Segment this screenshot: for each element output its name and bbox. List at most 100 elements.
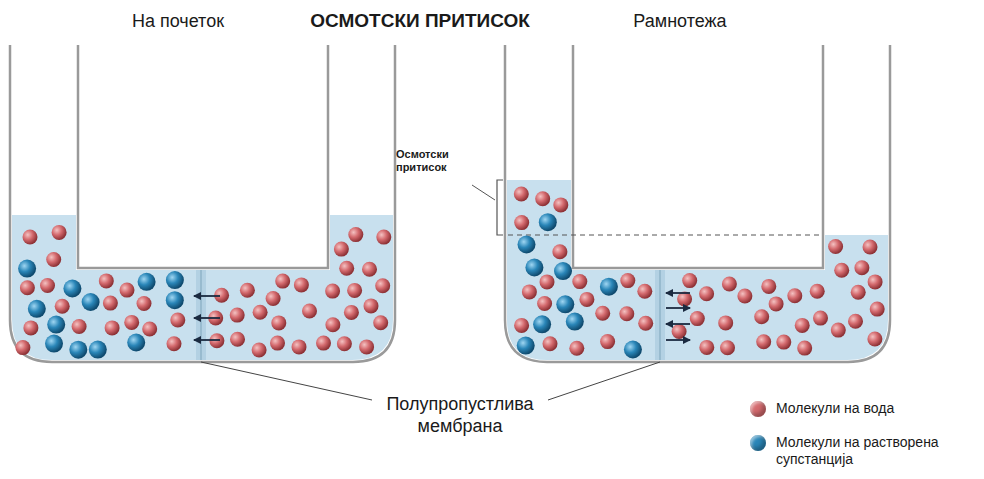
membrane-zone <box>196 270 206 360</box>
water-molecule <box>569 341 584 356</box>
leader-line <box>201 362 372 400</box>
water-molecule <box>52 225 67 240</box>
solute-molecule <box>539 213 557 231</box>
solute-molecule <box>28 300 46 318</box>
water-molecule <box>848 314 863 329</box>
water-molecule <box>230 308 245 323</box>
solute-molecule <box>138 273 156 291</box>
water-molecule <box>787 288 802 303</box>
water-molecule <box>537 296 552 311</box>
water-molecule <box>540 274 555 289</box>
water-molecule <box>46 252 61 267</box>
water-molecule <box>572 274 587 289</box>
water-molecule <box>522 284 537 299</box>
water-molecule <box>72 319 87 334</box>
water-molecule <box>344 305 359 320</box>
water-molecule <box>699 340 714 355</box>
solute-molecule <box>533 315 551 333</box>
water-molecule <box>813 311 828 326</box>
water-molecule <box>23 320 38 335</box>
water-molecule <box>863 240 878 255</box>
water-molecule <box>230 332 245 347</box>
legend-swatch <box>750 435 766 451</box>
water-molecule <box>252 343 267 358</box>
water-molecule <box>870 302 885 317</box>
u-tube <box>78 45 328 268</box>
solution <box>12 215 393 360</box>
water-molecule <box>638 316 653 331</box>
bracket <box>497 180 503 235</box>
water-molecule <box>294 277 309 292</box>
water-molecule <box>579 292 594 307</box>
water-molecule <box>334 242 349 257</box>
water-molecule <box>375 278 390 293</box>
water-molecule <box>637 284 652 299</box>
water-molecule <box>682 273 697 288</box>
water-molecule <box>514 187 529 202</box>
water-molecule <box>364 298 379 313</box>
water-molecule <box>620 273 635 288</box>
water-molecule <box>270 336 285 351</box>
water-molecule <box>325 317 340 332</box>
water-molecule <box>756 334 771 349</box>
water-molecule <box>15 340 30 355</box>
solute-molecule <box>89 341 107 359</box>
water-molecule <box>167 336 182 351</box>
water-molecule <box>595 306 610 321</box>
water-molecule <box>292 339 307 354</box>
solute-molecule <box>518 236 536 254</box>
water-molecule <box>266 291 281 306</box>
leader-line <box>472 185 495 200</box>
water-molecule <box>40 278 55 293</box>
solute-molecule <box>166 291 184 309</box>
water-molecule <box>776 335 791 350</box>
water-molecule <box>553 197 568 212</box>
panel-label: Рамнотежа <box>590 11 770 32</box>
water-molecule <box>552 244 567 259</box>
water-molecule <box>851 285 866 300</box>
water-molecule <box>347 283 362 298</box>
water-molecule <box>376 230 391 245</box>
water-molecule <box>514 215 529 230</box>
water-molecule <box>316 336 331 351</box>
water-molecule <box>720 340 735 355</box>
solute-molecule <box>566 313 584 331</box>
water-molecule <box>795 318 810 333</box>
membrane <box>659 270 661 360</box>
solute-molecule <box>18 260 36 278</box>
membrane <box>200 270 202 360</box>
flow-arrow <box>666 323 690 325</box>
solute-molecule <box>69 341 87 359</box>
water-molecule <box>834 263 849 278</box>
water-molecule <box>142 322 157 337</box>
u-tube <box>10 45 395 362</box>
solute-molecule <box>517 337 535 355</box>
solute-molecule <box>47 316 65 334</box>
solute-molecule <box>127 334 145 352</box>
water-molecule <box>240 283 255 298</box>
water-molecule <box>543 336 558 351</box>
water-molecule <box>99 273 114 288</box>
membrane-label: Полупропустлива мембрана <box>360 394 560 437</box>
water-molecule <box>854 260 869 275</box>
water-molecule <box>761 279 776 294</box>
water-molecule <box>137 296 152 311</box>
water-molecule <box>362 262 377 277</box>
title: ОСМОТСКИ ПРИТИСОК <box>300 10 540 32</box>
water-molecule <box>718 315 733 330</box>
water-molecule <box>619 306 634 321</box>
water-molecule <box>737 289 752 304</box>
solute-molecule <box>556 295 574 313</box>
water-molecule <box>722 277 737 292</box>
water-molecule <box>868 274 883 289</box>
solute-molecule <box>45 335 63 353</box>
membrane-zone <box>655 270 665 360</box>
water-molecule <box>103 296 118 311</box>
water-molecule <box>271 315 286 330</box>
flow-arrow <box>666 307 690 309</box>
water-molecule <box>754 309 769 324</box>
water-molecule <box>170 313 185 328</box>
water-molecule <box>275 274 290 289</box>
flow-arrow <box>194 339 220 341</box>
water-molecule <box>831 323 846 338</box>
